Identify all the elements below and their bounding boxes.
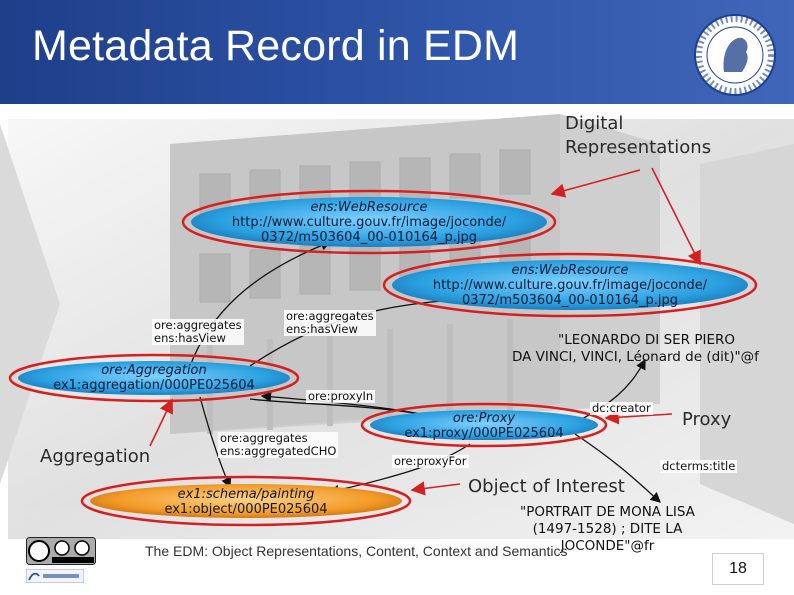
callout-arrows <box>149 167 701 496</box>
node-proxy-shape <box>360 402 608 448</box>
callout-digital-representations: Digital Representations <box>565 113 712 158</box>
page-number: 18 <box>712 553 764 585</box>
node-webresource-1-shape <box>181 189 557 255</box>
node-uri-line: ex1:object/000PE025604 <box>164 502 328 517</box>
literal-line: "LEONARDO DI SER PIERO <box>558 332 736 348</box>
university-seal-logo <box>694 14 776 96</box>
literal-line: "PORTRAIT DE MONA LISA <box>520 504 695 520</box>
edge-label-aggregates-hasview-1: ore:aggregates ens:hasView <box>152 319 244 345</box>
node-aggregation-shape <box>8 353 300 403</box>
node-class-label: ore:Proxy <box>452 411 516 426</box>
callout-proxy: Proxy <box>682 409 732 430</box>
literal-line: JOCONDE"@fr <box>560 538 655 554</box>
edge-label-line: ore:aggregates <box>154 318 242 332</box>
slide-title: Metadata Record in EDM <box>32 22 520 70</box>
edge-label-line: ens:hasView <box>154 331 226 345</box>
diagram-graphics <box>0 114 794 539</box>
edge-label-line: ens:hasView <box>286 322 358 336</box>
literal-line: (1497-1528) ; DITE LA <box>532 521 683 537</box>
node-aggregation: ore:Aggregation ex1:aggregation/000PE025… <box>18 363 290 393</box>
node-webresource-2: ens:WebResource http://www.culture.gouv.… <box>392 263 748 308</box>
creative-commons-license-logo <box>26 537 96 565</box>
edge-label-line: ore:aggregates <box>220 431 308 445</box>
literal-line: DA VINCI, VINCI, Léonard de (dit)"@f <box>512 349 759 365</box>
node-uri-line: http://www.culture.gouv.fr/image/joconde… <box>231 215 507 230</box>
title-bar: Metadata Record in EDM <box>0 0 794 104</box>
edge-label-creator: dc:creator <box>590 401 653 415</box>
edge-label-title: dcterms:title <box>660 459 738 473</box>
edge-label-proxy-for: ore:proxyFor <box>392 454 469 468</box>
node-uri-line: 0372/m503604_00-010164_p.jpg <box>461 293 679 308</box>
node-class-label: ens:WebResource <box>310 200 428 215</box>
slide-caption: The EDM: Object Representations, Content… <box>145 543 568 559</box>
edge-label-line: ens:aggregatedCHO <box>220 444 337 458</box>
openoffice-logo <box>26 569 84 583</box>
node-webresource-1: ens:WebResource http://www.culture.gouv.… <box>191 200 547 245</box>
edge-label-aggregates-hasview-2: ore:aggregates ens:hasView <box>284 310 376 336</box>
node-object: ex1:schema/painting ex1:object/000PE0256… <box>90 487 402 517</box>
edge-label-line: ore:aggregates <box>286 309 374 323</box>
node-class-label: ex1:schema/painting <box>177 487 315 502</box>
literal-title: "PORTRAIT DE MONA LISA (1497-1528) ; DIT… <box>520 504 695 555</box>
node-uri-line: ex1:proxy/000PE025604 <box>404 426 564 441</box>
literal-creator: "LEONARDO DI SER PIERO DA VINCI, VINCI, … <box>512 332 759 366</box>
node-uri-line: http://www.culture.gouv.fr/image/joconde… <box>432 278 708 293</box>
node-object-shape <box>80 475 412 527</box>
callout-object-of-interest: Object of Interest <box>468 476 625 497</box>
node-webresource-2-shape <box>382 252 758 318</box>
diagram-area: Digital Representations Proxy Aggregatio… <box>0 104 794 595</box>
edge-label-proxy-in: ore:proxyIn <box>306 389 376 403</box>
node-uri-line: ex1:aggregation/000PE025604 <box>53 378 255 393</box>
node-class-label: ore:Aggregation <box>101 363 207 378</box>
edge-label-aggregates-cho: ore:aggregates ens:aggregatedCHO <box>218 431 339 458</box>
node-class-label: ens:WebResource <box>511 263 629 278</box>
callout-aggregation: Aggregation <box>40 446 151 467</box>
node-uri-line: 0372/m503604_00-010164_p.jpg <box>260 230 478 245</box>
node-proxy: ore:Proxy ex1:proxy/000PE025604 <box>370 411 598 441</box>
